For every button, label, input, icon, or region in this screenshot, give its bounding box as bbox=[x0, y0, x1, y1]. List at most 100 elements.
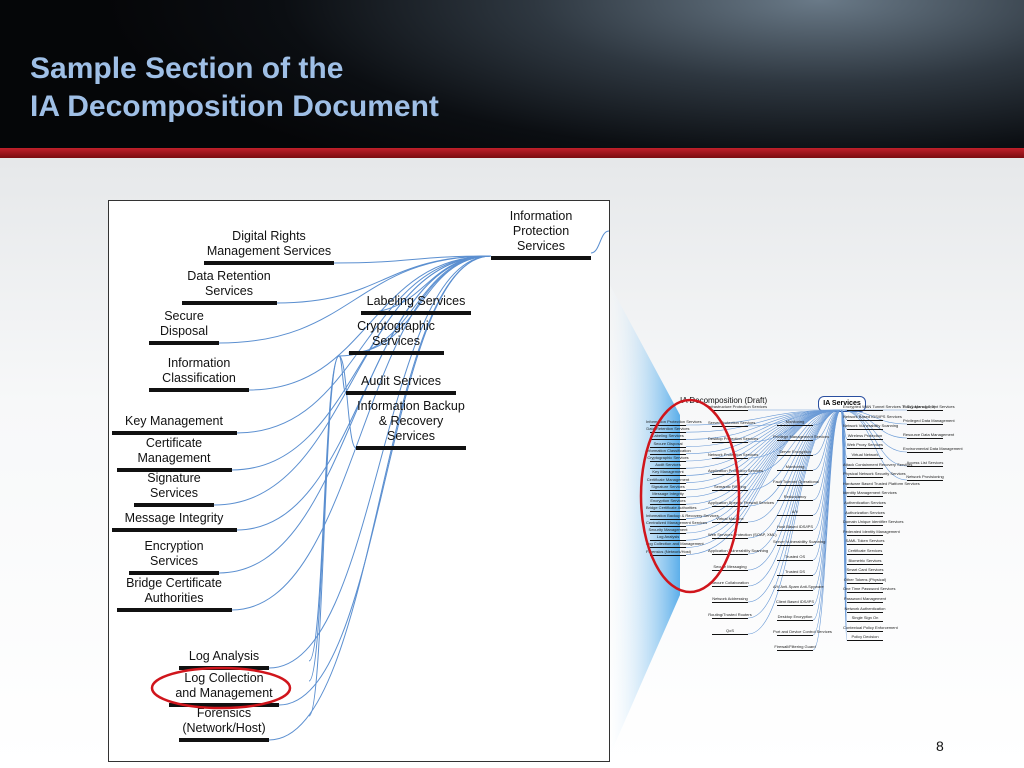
overview-node: Server Encryption bbox=[779, 449, 811, 454]
overview-underline bbox=[650, 475, 686, 477]
node-underline bbox=[149, 341, 219, 345]
overview-underline bbox=[847, 506, 883, 507]
connector-line bbox=[338, 355, 357, 449]
overview-underline bbox=[847, 467, 883, 469]
overview-underline bbox=[777, 635, 813, 636]
overview-underline bbox=[777, 575, 813, 576]
overview-node: Semantic Filtering bbox=[713, 484, 746, 489]
overview-node: Data Retention Services bbox=[646, 426, 690, 432]
overview-underline bbox=[777, 515, 813, 516]
overview-underline bbox=[847, 486, 883, 488]
overview-connector bbox=[747, 409, 842, 491]
overview-node: Information Protection Services bbox=[646, 419, 702, 424]
overview-underline bbox=[712, 618, 748, 619]
connector-line bbox=[213, 255, 492, 506]
overview-underline bbox=[847, 640, 883, 642]
overview-underline bbox=[777, 560, 813, 561]
overview-node: Certificate Services bbox=[847, 548, 883, 553]
overview-node: Environmental Data Management bbox=[903, 446, 963, 451]
overview-underline bbox=[907, 410, 943, 411]
overview-underline bbox=[777, 455, 813, 456]
overview-node: Security Management bbox=[648, 527, 688, 532]
overview-node: Biometric Services bbox=[848, 557, 882, 563]
overview-node: SAML Token Services bbox=[845, 538, 885, 544]
overview-node: Bridge Certificate Authorities bbox=[646, 505, 697, 511]
overview-node: Cryptographic Services bbox=[647, 455, 689, 460]
overview-underline bbox=[777, 470, 813, 471]
overview-underline bbox=[650, 468, 686, 470]
node-underline bbox=[169, 703, 279, 707]
overview-underline bbox=[650, 504, 686, 506]
overview-node: Message Integrity bbox=[652, 491, 684, 496]
overview-underline bbox=[847, 515, 883, 517]
node-audit-services: Audit Services bbox=[361, 374, 441, 388]
overview-node: Secure Disposal bbox=[653, 440, 683, 446]
node-log-analysis: Log Analysis bbox=[188, 649, 260, 663]
overview-connector bbox=[747, 409, 842, 603]
overview-underline bbox=[650, 446, 686, 448]
overview-connector bbox=[747, 409, 842, 571]
overview-node: Forensics (Network/Host) bbox=[646, 548, 692, 554]
overview-node: Audit Services bbox=[655, 462, 681, 468]
overview-underline bbox=[907, 480, 943, 481]
overview-node: Physical Network Security Services bbox=[843, 471, 906, 477]
overview-underline bbox=[650, 425, 686, 426]
overview-node: Privilege Management Services bbox=[773, 434, 830, 439]
overview-node: Network Vulnerability Scanning bbox=[843, 423, 899, 429]
overview-node: Password Management bbox=[843, 596, 887, 601]
overview-underline bbox=[847, 410, 883, 411]
node-underline bbox=[361, 311, 471, 315]
connector-line bbox=[333, 255, 492, 264]
overview-connector bbox=[747, 409, 842, 539]
overview-node: A/V Anti-Spam Anti-Spyware bbox=[773, 584, 824, 589]
overview-node: Secure Collaboration bbox=[711, 580, 749, 585]
node-underline bbox=[181, 301, 277, 305]
overview-node: Encryption Services bbox=[650, 498, 686, 504]
node-underline bbox=[491, 256, 591, 260]
overview-underline bbox=[907, 452, 943, 453]
overview-underline bbox=[907, 466, 943, 467]
overview-node: Server Vulnerability Scanning bbox=[773, 539, 826, 544]
overview-underline bbox=[650, 432, 686, 434]
overview-node: Application Vulnerability Scanning bbox=[708, 548, 769, 553]
overview-connector bbox=[747, 409, 842, 427]
overview-underline bbox=[777, 605, 813, 606]
node-underline bbox=[149, 388, 249, 392]
overview-underline bbox=[847, 630, 883, 632]
overview-connector bbox=[840, 409, 908, 481]
overview-node: Certificate Management bbox=[646, 476, 690, 482]
overview-node: Information Backup & Recovery Services bbox=[646, 512, 719, 518]
overview-underline bbox=[712, 634, 748, 635]
overview-node: Desktop Encryption bbox=[777, 614, 813, 619]
node-labeling-services: Labeling Services bbox=[366, 294, 466, 308]
overview-node: Web Proxy Services bbox=[847, 442, 883, 448]
node-key-management: Key Management bbox=[125, 414, 223, 428]
overview-connector bbox=[840, 409, 908, 453]
overview-node: Key Management bbox=[652, 469, 684, 475]
overview-underline bbox=[847, 611, 883, 613]
connector-line bbox=[218, 255, 492, 344]
overview-node: Contextual Policy Enforcement bbox=[843, 624, 898, 630]
overview-underline bbox=[777, 440, 813, 441]
overview-connector bbox=[685, 409, 842, 491]
overview-node: Monitoring bbox=[785, 464, 805, 469]
overview-connector bbox=[747, 409, 842, 555]
overview-connector bbox=[747, 409, 842, 523]
overview-node: Desktop Protection Services bbox=[708, 436, 759, 441]
overview-node: Secure Messaging bbox=[713, 564, 747, 569]
overview-node: Labeling Services bbox=[652, 433, 684, 439]
overview-node: Network Authentication bbox=[844, 605, 886, 611]
overview-node: Routing/Trusted Routers bbox=[708, 612, 752, 617]
node-underline bbox=[116, 608, 232, 612]
overview-underline bbox=[847, 496, 883, 498]
overview-underline bbox=[777, 545, 813, 546]
overview-connector bbox=[812, 409, 842, 471]
overview-node: Authentication Services bbox=[844, 500, 886, 505]
